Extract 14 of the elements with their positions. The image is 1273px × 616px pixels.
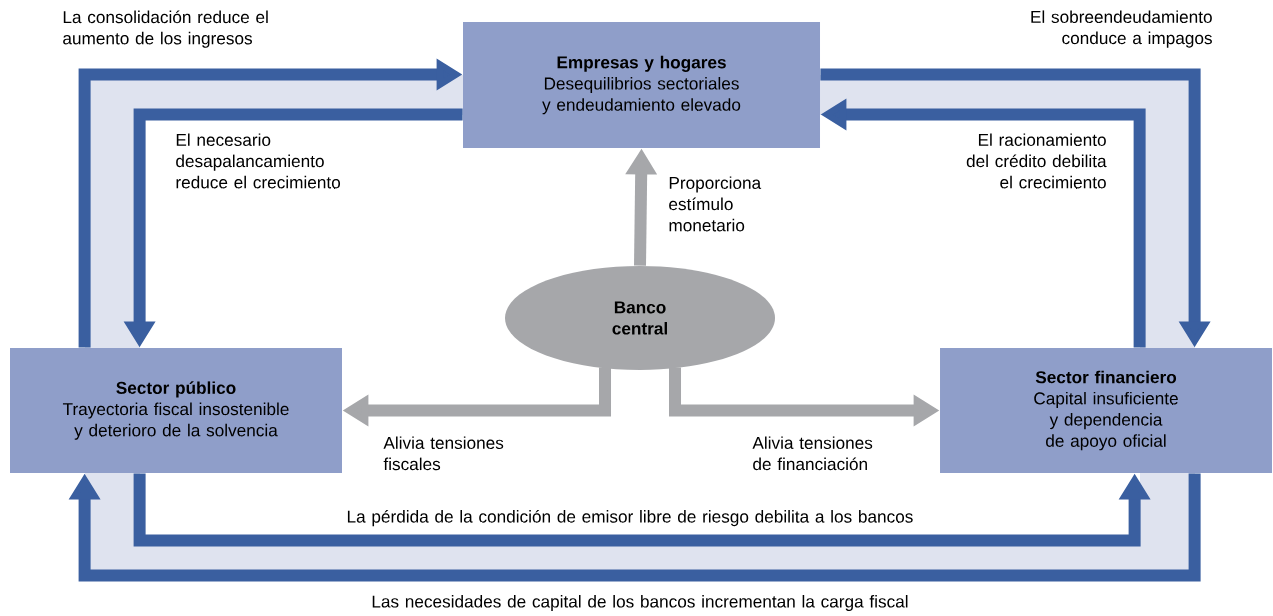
edge-label: El necesario desapalancamiento reduce el crecimiento <box>176 133 341 189</box>
edge-label: El sobreendeudamiento conduce a impagos <box>1031 10 1212 48</box>
edge-label: Alivia tensiones de financiación <box>752 436 873 471</box>
process-box: Sector financiero Capital insuficiente y dependencia de apoyo oficial <box>940 348 1272 473</box>
edge-label: La pérdida de la condición de emisor libre de riesgo debilita a los bancos <box>347 509 913 527</box>
edge-label: Alivia tensiones fiscales <box>383 436 504 471</box>
process-box: Empresas y hogares Desequilibrios sectoriales y endeudamiento elevado <box>463 22 820 148</box>
ellipse-node: Banco central <box>505 266 775 370</box>
edge-label: La consolidación reduce el aumento de los ingresos <box>63 10 268 48</box>
edge-label: El racionamiento del crédito debilita el crecimiento <box>966 133 1107 189</box>
process-box: Sector público Trayectoria fiscal insostenible y deterioro de la solvencia <box>10 348 342 473</box>
arrow <box>68 473 1201 582</box>
edge-label: Proporciona estímulo monetario <box>669 176 762 232</box>
edge-label: Las necesidades de capital de los bancos incrementan la carga fiscal <box>372 595 908 612</box>
